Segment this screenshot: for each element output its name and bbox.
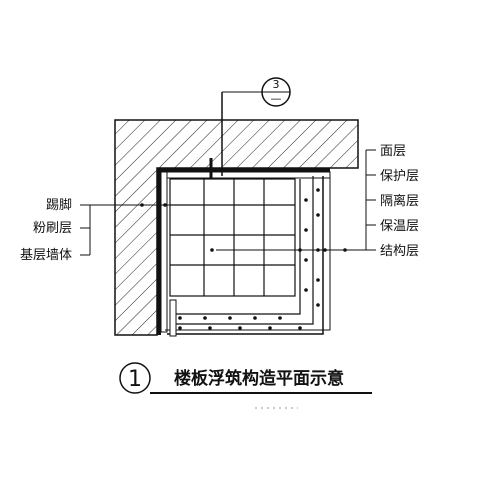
detail-marker-sheet: — [271, 92, 282, 105]
layer-dot [178, 316, 182, 320]
tile-grid [169, 178, 296, 297]
layer-dot [304, 198, 308, 202]
layer-dot [304, 288, 308, 292]
layer-dot [304, 258, 308, 262]
layer-dot [268, 326, 272, 330]
plaster-layer [157, 168, 330, 335]
layer-dot [228, 316, 232, 320]
left-leaders [80, 204, 200, 256]
layer-dot [304, 228, 308, 232]
layer-dot [316, 278, 320, 282]
layer-dot [278, 316, 282, 320]
layer-dot [178, 326, 182, 330]
label-plaster: 粉刷层 [33, 221, 72, 236]
layer-dots [140, 188, 347, 330]
caption-title: 楼板浮筑构造平面示意 [174, 368, 344, 389]
label-isolation-layer: 隔离层 [380, 193, 419, 209]
layer-dot [208, 326, 212, 330]
layer-dot [210, 248, 214, 252]
layer-dot [316, 188, 320, 192]
layer-dot [238, 326, 242, 330]
base-wall [114, 119, 359, 336]
layer-dot [316, 303, 320, 307]
label-base-wall: 基层墙体 [20, 248, 72, 263]
label-protection-layer: 保护层 [380, 169, 419, 184]
floor-layer-lines [165, 175, 331, 337]
detail-marker-number: 3 [273, 78, 280, 91]
detail-marker: 3 — [209, 77, 291, 178]
label-skirting: 踢脚 [46, 197, 72, 213]
skirting [160, 171, 331, 333]
layer-dot [316, 213, 320, 217]
layer-dot [203, 316, 207, 320]
right-leaders [216, 149, 376, 251]
label-insulation-layer: 保温层 [380, 219, 419, 234]
layer-dot [298, 326, 302, 330]
layer-dot [253, 316, 257, 320]
label-structural-layer: 结构层 [380, 244, 419, 259]
caption: 1 楼板浮筑构造平面示意 [119, 362, 372, 409]
caption-number: 1 [128, 367, 142, 392]
label-surface-layer: 面层 [380, 144, 406, 159]
